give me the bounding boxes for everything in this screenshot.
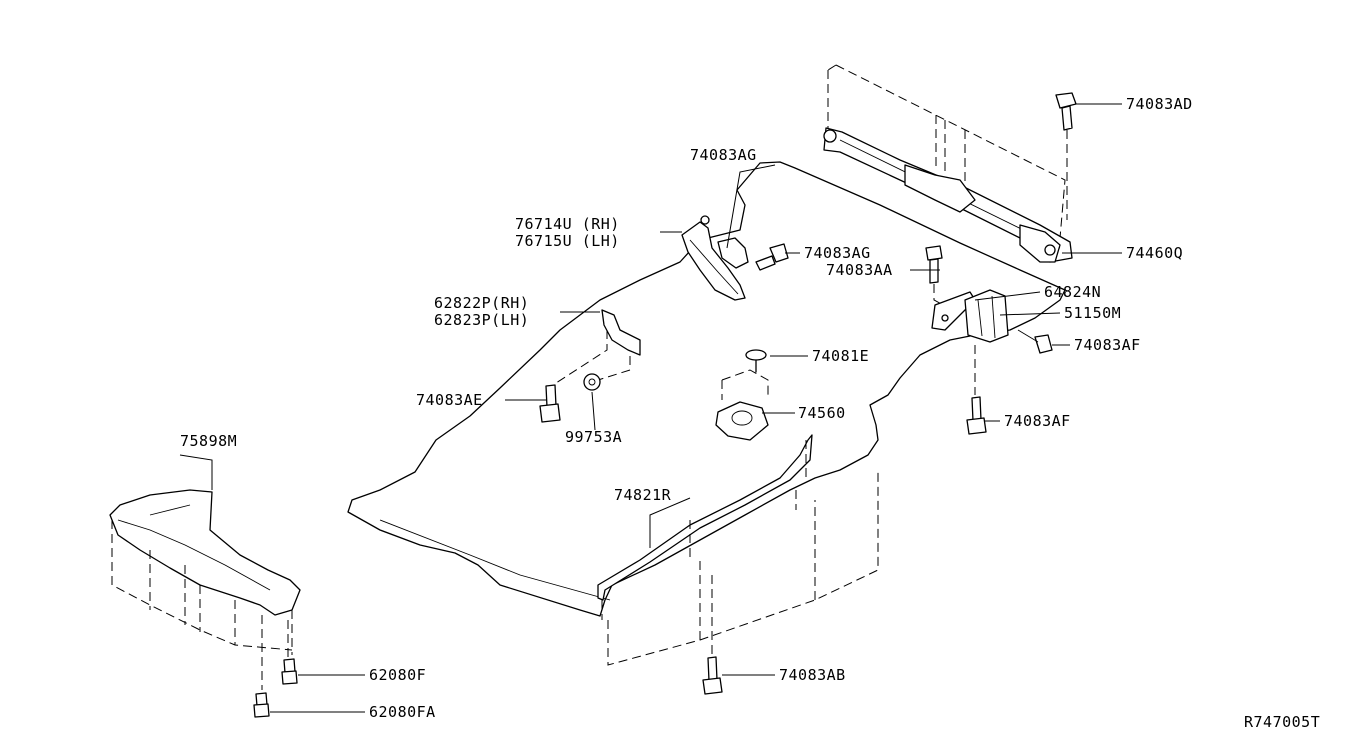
label-74560: 74560 [798, 404, 846, 422]
bolt-62080F [281, 658, 298, 685]
label-74460Q: 74460Q [1126, 244, 1183, 262]
label-74083AG-top: 74083AG [690, 146, 757, 164]
label-76715U: 76715U (LH) [515, 232, 620, 250]
label-74083AD: 74083AD [1126, 95, 1193, 113]
under-cover-75898M [109, 489, 301, 690]
label-74083AA: 74083AA [826, 261, 893, 279]
floor-lower-edge [607, 470, 879, 666]
label-62080F: 62080F [369, 666, 426, 684]
label-74821R: 74821R [614, 486, 672, 504]
label-74083AG-mid: 74083AG [804, 244, 871, 262]
rear-cross-member [823, 64, 1073, 263]
bolt-62080FA [253, 692, 270, 718]
bracket-62822P [552, 309, 641, 386]
label-62823P: 62823P(LH) [434, 311, 529, 329]
label-74083AF-lower: 74083AF [1004, 412, 1071, 430]
bracket-64824N [931, 291, 976, 331]
rail-74821R [597, 434, 813, 655]
callout-labels: 74083AD 74460Q 74083AG 76714U (RH) 76715… [180, 95, 1320, 731]
label-74083AF-upper: 74083AF [1074, 336, 1141, 354]
label-64824N: 64824N [1044, 283, 1101, 301]
label-76714U: 76714U (RH) [515, 215, 620, 233]
mount-51150M [964, 289, 1009, 343]
bolt-74083AE [539, 384, 561, 423]
bolt-74083AF-lower [966, 396, 987, 435]
clip-74081E [721, 349, 769, 400]
label-62080FA: 62080FA [369, 703, 436, 721]
label-74081E: 74081E [812, 347, 869, 365]
label-75898M: 75898M [180, 432, 237, 450]
bolt-74083AB [702, 656, 723, 695]
diagram-id: R747005T [1244, 713, 1320, 731]
bolt-74083AG-lower [755, 243, 789, 271]
bolt-74083AF-upper [974, 329, 1053, 395]
label-74083AE: 74083AE [416, 391, 483, 409]
plug-74560 [715, 401, 769, 441]
label-62822P: 62822P(RH) [434, 294, 529, 312]
leader-lines [179, 103, 1122, 713]
clip-99753A [583, 373, 601, 391]
bolt-74083AD [1055, 92, 1077, 220]
label-74083AB: 74083AB [779, 666, 846, 684]
bolt-74083AG-upper [717, 237, 749, 269]
bracket-76714U [681, 215, 746, 301]
label-51150M: 51150M [1064, 304, 1121, 322]
bolt-74083AA [925, 245, 946, 307]
label-99753A: 99753A [565, 428, 622, 446]
